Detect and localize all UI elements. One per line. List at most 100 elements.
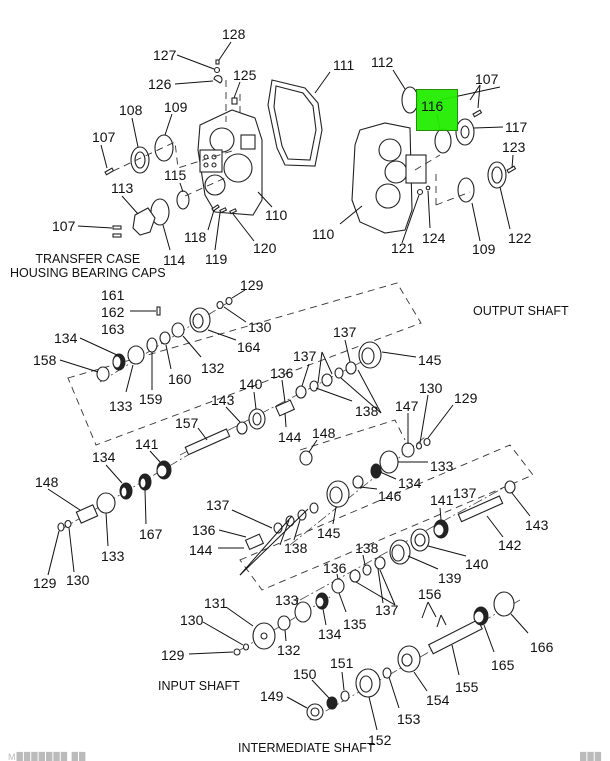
callout-144[interactable]: 144: [278, 429, 302, 445]
part-133-right: [379, 450, 399, 474]
callout-167[interactable]: 167: [139, 526, 163, 542]
callout-115[interactable]: 115: [164, 167, 187, 183]
callout-119[interactable]: 119: [205, 251, 228, 267]
callout-137[interactable]: 137: [293, 348, 317, 364]
callout-134[interactable]: 134: [54, 330, 78, 346]
callout-158[interactable]: 158: [33, 352, 57, 368]
callout-160[interactable]: 160: [168, 371, 192, 387]
callout-131[interactable]: 131: [204, 595, 228, 611]
callout-114[interactable]: 114: [163, 252, 186, 268]
callout-141[interactable]: 141: [430, 492, 454, 508]
callout-155[interactable]: 155: [455, 679, 479, 695]
callout-116[interactable]: 116: [421, 98, 444, 114]
callout-145[interactable]: 145: [418, 352, 442, 368]
callout-110[interactable]: 110: [265, 207, 288, 223]
callout-133[interactable]: 133: [430, 458, 454, 474]
callout-139[interactable]: 139: [438, 570, 462, 586]
callout-148[interactable]: 148: [35, 474, 59, 490]
callout-107[interactable]: 107: [92, 129, 116, 145]
callout-144[interactable]: 144: [189, 542, 213, 558]
callout-130[interactable]: 130: [66, 572, 90, 588]
callout-138[interactable]: 138: [284, 540, 308, 556]
callout-129[interactable]: 129: [161, 647, 185, 663]
callout-136[interactable]: 136: [323, 560, 347, 576]
callout-130[interactable]: 130: [248, 319, 272, 335]
callout-143[interactable]: 143: [211, 392, 235, 408]
callout-126[interactable]: 126: [148, 76, 172, 92]
callout-107[interactable]: 107: [475, 71, 499, 87]
callout-107[interactable]: 107: [52, 218, 76, 234]
callout-151[interactable]: 151: [330, 655, 354, 671]
callout-145[interactable]: 145: [317, 525, 341, 541]
callout-146[interactable]: 146: [378, 488, 402, 504]
callout-127[interactable]: 127: [153, 47, 177, 63]
callout-135[interactable]: 135: [343, 616, 367, 632]
callout-108[interactable]: 108: [119, 102, 143, 118]
callout-109[interactable]: 109: [164, 99, 188, 115]
callout-136[interactable]: 136: [192, 522, 216, 538]
callout-117[interactable]: 117: [505, 119, 528, 135]
leader-line-110: [257, 191, 273, 208]
callout-112[interactable]: 112: [371, 54, 394, 70]
callout-157[interactable]: 157: [175, 415, 199, 431]
callout-166[interactable]: 166: [530, 639, 554, 655]
callout-163[interactable]: 163: [101, 321, 125, 337]
callout-134[interactable]: 134: [92, 449, 116, 465]
callout-150[interactable]: 150: [293, 666, 317, 682]
leader-line-134: [379, 471, 397, 480]
leader-line-114: [162, 224, 171, 251]
callout-161[interactable]: 161: [101, 287, 125, 303]
callout-152[interactable]: 152: [368, 732, 392, 748]
callout-109[interactable]: 109: [472, 241, 496, 257]
callout-122[interactable]: 122: [508, 230, 532, 246]
intermediate-group-outline: [239, 444, 534, 591]
callout-138[interactable]: 138: [355, 403, 379, 419]
callout-148[interactable]: 148: [312, 425, 336, 441]
callout-153[interactable]: 153: [397, 711, 421, 727]
part-132-input: [277, 615, 291, 631]
callout-159[interactable]: 159: [139, 391, 163, 407]
callout-121[interactable]: 121: [391, 240, 415, 256]
callout-165[interactable]: 165: [491, 657, 515, 673]
callout-134[interactable]: 134: [398, 475, 422, 491]
callout-137[interactable]: 137: [333, 324, 357, 340]
callout-138[interactable]: 138: [355, 540, 379, 556]
callout-120[interactable]: 120: [253, 240, 277, 256]
callout-142[interactable]: 142: [498, 537, 522, 553]
callout-137[interactable]: 137: [375, 602, 399, 618]
callout-129[interactable]: 129: [33, 575, 57, 591]
callout-113[interactable]: 113: [111, 180, 134, 196]
callout-130[interactable]: 130: [419, 380, 443, 396]
part-133-left: [96, 492, 116, 514]
callout-129[interactable]: 129: [240, 277, 264, 293]
callout-137[interactable]: 137: [453, 485, 477, 501]
callout-133[interactable]: 133: [275, 592, 299, 608]
callout-140[interactable]: 140: [465, 556, 489, 572]
callout-140[interactable]: 140: [239, 376, 263, 392]
callout-123[interactable]: 123: [502, 139, 526, 155]
callout-118[interactable]: 118: [184, 229, 207, 245]
callout-129[interactable]: 129: [454, 390, 478, 406]
callout-154[interactable]: 154: [426, 692, 450, 708]
callout-136[interactable]: 136: [270, 365, 294, 381]
callout-132[interactable]: 132: [201, 360, 225, 376]
callout-137[interactable]: 137: [206, 497, 230, 513]
callout-149[interactable]: 149: [260, 688, 284, 704]
callout-124[interactable]: 124: [422, 230, 446, 246]
callout-164[interactable]: 164: [237, 339, 261, 355]
callout-125[interactable]: 125: [233, 67, 257, 83]
highlighted-part-116[interactable]: [416, 89, 458, 131]
callout-141[interactable]: 141: [135, 436, 159, 452]
callout-147[interactable]: 147: [395, 398, 419, 414]
callout-128[interactable]: 128: [222, 26, 246, 42]
callout-134[interactable]: 134: [318, 626, 342, 642]
callout-133[interactable]: 133: [109, 398, 133, 414]
callout-130[interactable]: 130: [180, 612, 204, 628]
callout-111[interactable]: 111: [333, 57, 355, 73]
callout-133[interactable]: 133: [101, 548, 125, 564]
callout-156[interactable]: 156: [418, 586, 442, 602]
callout-110[interactable]: 110: [312, 226, 335, 242]
callout-162[interactable]: 162: [101, 304, 125, 320]
callout-132[interactable]: 132: [277, 642, 301, 658]
callout-143[interactable]: 143: [525, 517, 549, 533]
